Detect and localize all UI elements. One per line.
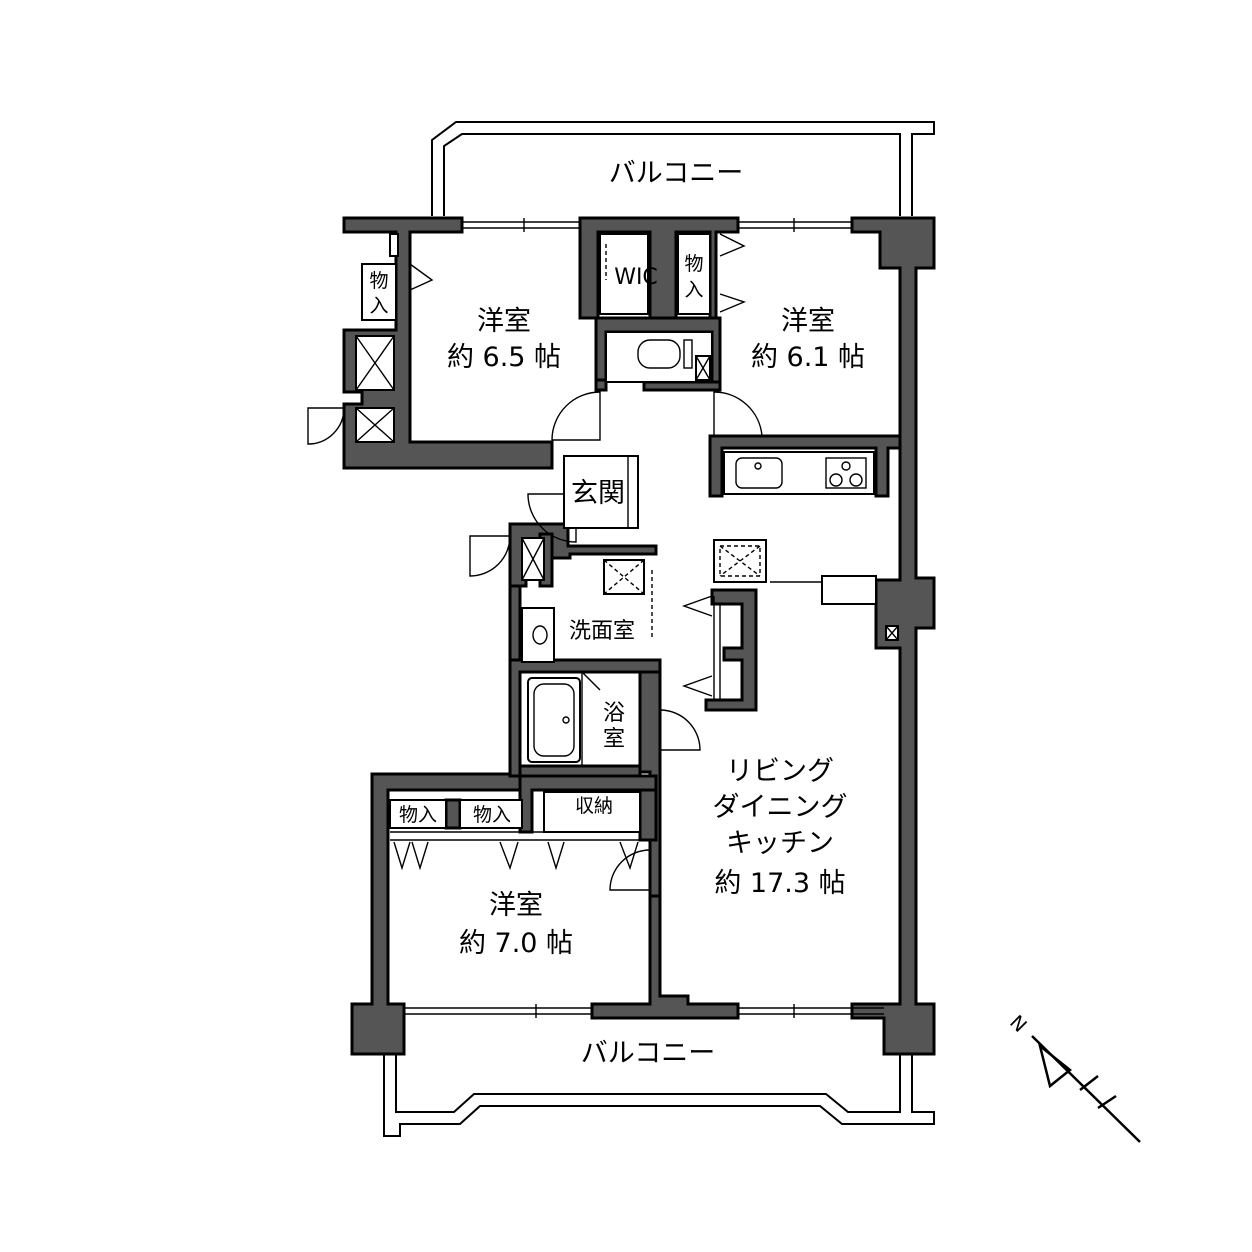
south-windows [404,1004,884,1018]
storage-nw-line1: 物 [369,270,388,292]
wic-storage [599,233,746,315]
storage-s2-label: 物入 [473,804,511,826]
room-ne-size: 約 6.1 帖 [751,342,865,373]
balcony-bottom-label: バルコニー [581,1038,715,1069]
wic-label: WIC [614,265,658,290]
kitchen-fixtures [713,451,899,641]
storage-s1-label: 物入 [399,804,437,826]
compass: N [1005,1011,1141,1143]
nw-fixtures [307,233,434,445]
bath-line1: 浴 [603,701,625,726]
room-s-name: 洋室 [489,890,543,921]
toilet [605,331,713,383]
ldk-line2: ダイニング [713,792,848,823]
washroom-label: 洗面室 [569,619,635,644]
north-windows [462,218,852,232]
balcony-bottom-railing [383,1052,935,1137]
room-s-size: 約 7.0 帖 [459,928,573,959]
washroom-area [521,559,653,663]
ldk-line1: リビング [726,756,834,787]
south-storage [389,791,641,871]
compass-north-label: N [1005,1011,1031,1037]
entrance-area [521,455,639,581]
room-ne-name: 洋室 [781,306,835,337]
bath-area [527,671,601,766]
storage-nw-line2: 入 [369,295,388,317]
ldk-line3: キッチン [726,828,834,859]
balcony-top-railing [431,121,935,216]
closet-label: 収納 [575,795,613,817]
entrance-label: 玄関 [571,478,625,509]
room-nw-size: 約 6.5 帖 [447,342,561,373]
balcony-top-label: バルコニー [609,158,743,189]
ldk-size: 約 17.3 帖 [714,868,845,899]
storage-n-line2: 入 [684,279,703,301]
storage-n-line1: 物 [684,253,703,275]
bath-line2: 室 [603,727,625,752]
labels: バルコニー バルコニー 洋室 約 6.5 帖 洋室 約 6.1 帖 洋室 約 7… [369,158,865,1069]
corridor-doors [681,595,721,700]
doors [469,391,763,891]
room-nw-name: 洋室 [477,306,531,337]
